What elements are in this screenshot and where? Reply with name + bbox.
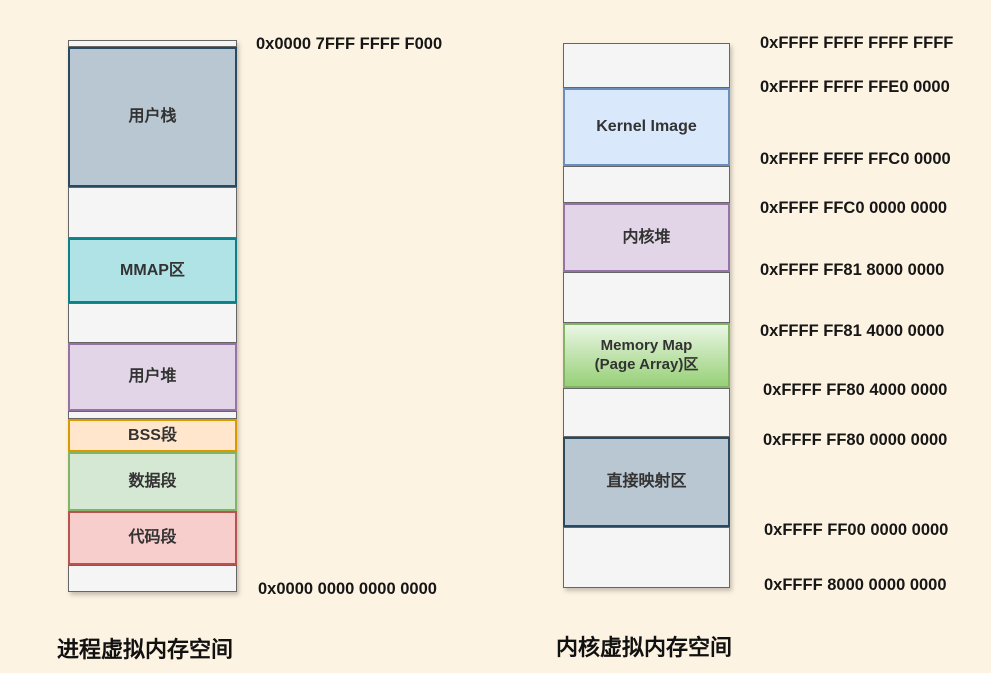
segment-label: 直接映射区 [606, 473, 687, 490]
segment-kernel-image: Kernel Image [563, 88, 730, 166]
segment-user-heap: 用户堆 [68, 343, 237, 411]
unmapped-gap [563, 166, 730, 203]
segment-mmap: MMAP区 [68, 238, 237, 303]
segment-code: 代码段 [68, 511, 237, 565]
kernel-address: 0xFFFF FFFF FFC0 0000 [760, 150, 951, 168]
process-bottom-address: 0x0000 0000 0000 0000 [258, 580, 437, 598]
kernel-bottom-strip [563, 527, 730, 588]
process-top-strip [68, 40, 237, 47]
segment-label: 用户堆 [128, 368, 177, 385]
segment-kernel-heap: 内核堆 [563, 203, 730, 272]
segment-data: 数据段 [68, 452, 237, 511]
kernel-memory-column: Kernel Image 内核堆 Memory Map (Page Array)… [563, 43, 730, 588]
kernel-address: 0xFFFF FFFF FFFF FFFF [760, 34, 954, 52]
segment-label: 内核堆 [622, 228, 671, 246]
segment-label: 用户栈 [128, 108, 177, 125]
kernel-space-caption: 内核虚拟内存空间 [556, 635, 733, 660]
kernel-address: 0xFFFF FF81 8000 0000 [760, 261, 945, 279]
segment-direct-mapping: 直接映射区 [563, 437, 730, 527]
kernel-top-strip [563, 43, 730, 88]
unmapped-gap [68, 411, 237, 419]
segment-memory-map: Memory Map (Page Array)区 [563, 323, 730, 388]
segment-label-line1: Memory Map [600, 336, 693, 354]
segment-label: 代码段 [128, 529, 177, 546]
unmapped-gap [68, 187, 237, 238]
segment-label: BSS段 [128, 426, 177, 444]
kernel-address: 0xFFFF FFFF FFE0 0000 [760, 78, 950, 96]
kernel-address: 0xFFFF FF80 0000 0000 [763, 431, 948, 449]
segment-label-line2: (Page Array)区 [594, 355, 699, 373]
segment-label: MMAP区 [120, 261, 185, 279]
segment-bss: BSS段 [68, 419, 237, 452]
unmapped-gap [68, 303, 237, 343]
unmapped-gap [563, 272, 730, 323]
segment-label: 数据段 [128, 472, 177, 490]
kernel-address: 0xFFFF FF00 0000 0000 [764, 521, 949, 539]
kernel-address: 0xFFFF 8000 0000 0000 [764, 576, 947, 594]
process-top-address: 0x0000 7FFF FFFF F000 [256, 35, 443, 53]
kernel-address: 0xFFFF FFC0 0000 0000 [760, 199, 948, 217]
process-space-caption: 进程虚拟内存空间 [57, 637, 234, 662]
unmapped-gap [563, 388, 730, 437]
segment-label: Kernel Image [596, 118, 697, 135]
kernel-address: 0xFFFF FF81 4000 0000 [760, 322, 945, 340]
process-memory-column: 用户栈 MMAP区 用户堆 BSS段 数据段 代码段 [68, 40, 237, 592]
segment-user-stack: 用户栈 [68, 47, 237, 187]
kernel-address: 0xFFFF FF80 4000 0000 [763, 381, 948, 399]
process-bottom-strip [68, 565, 237, 592]
